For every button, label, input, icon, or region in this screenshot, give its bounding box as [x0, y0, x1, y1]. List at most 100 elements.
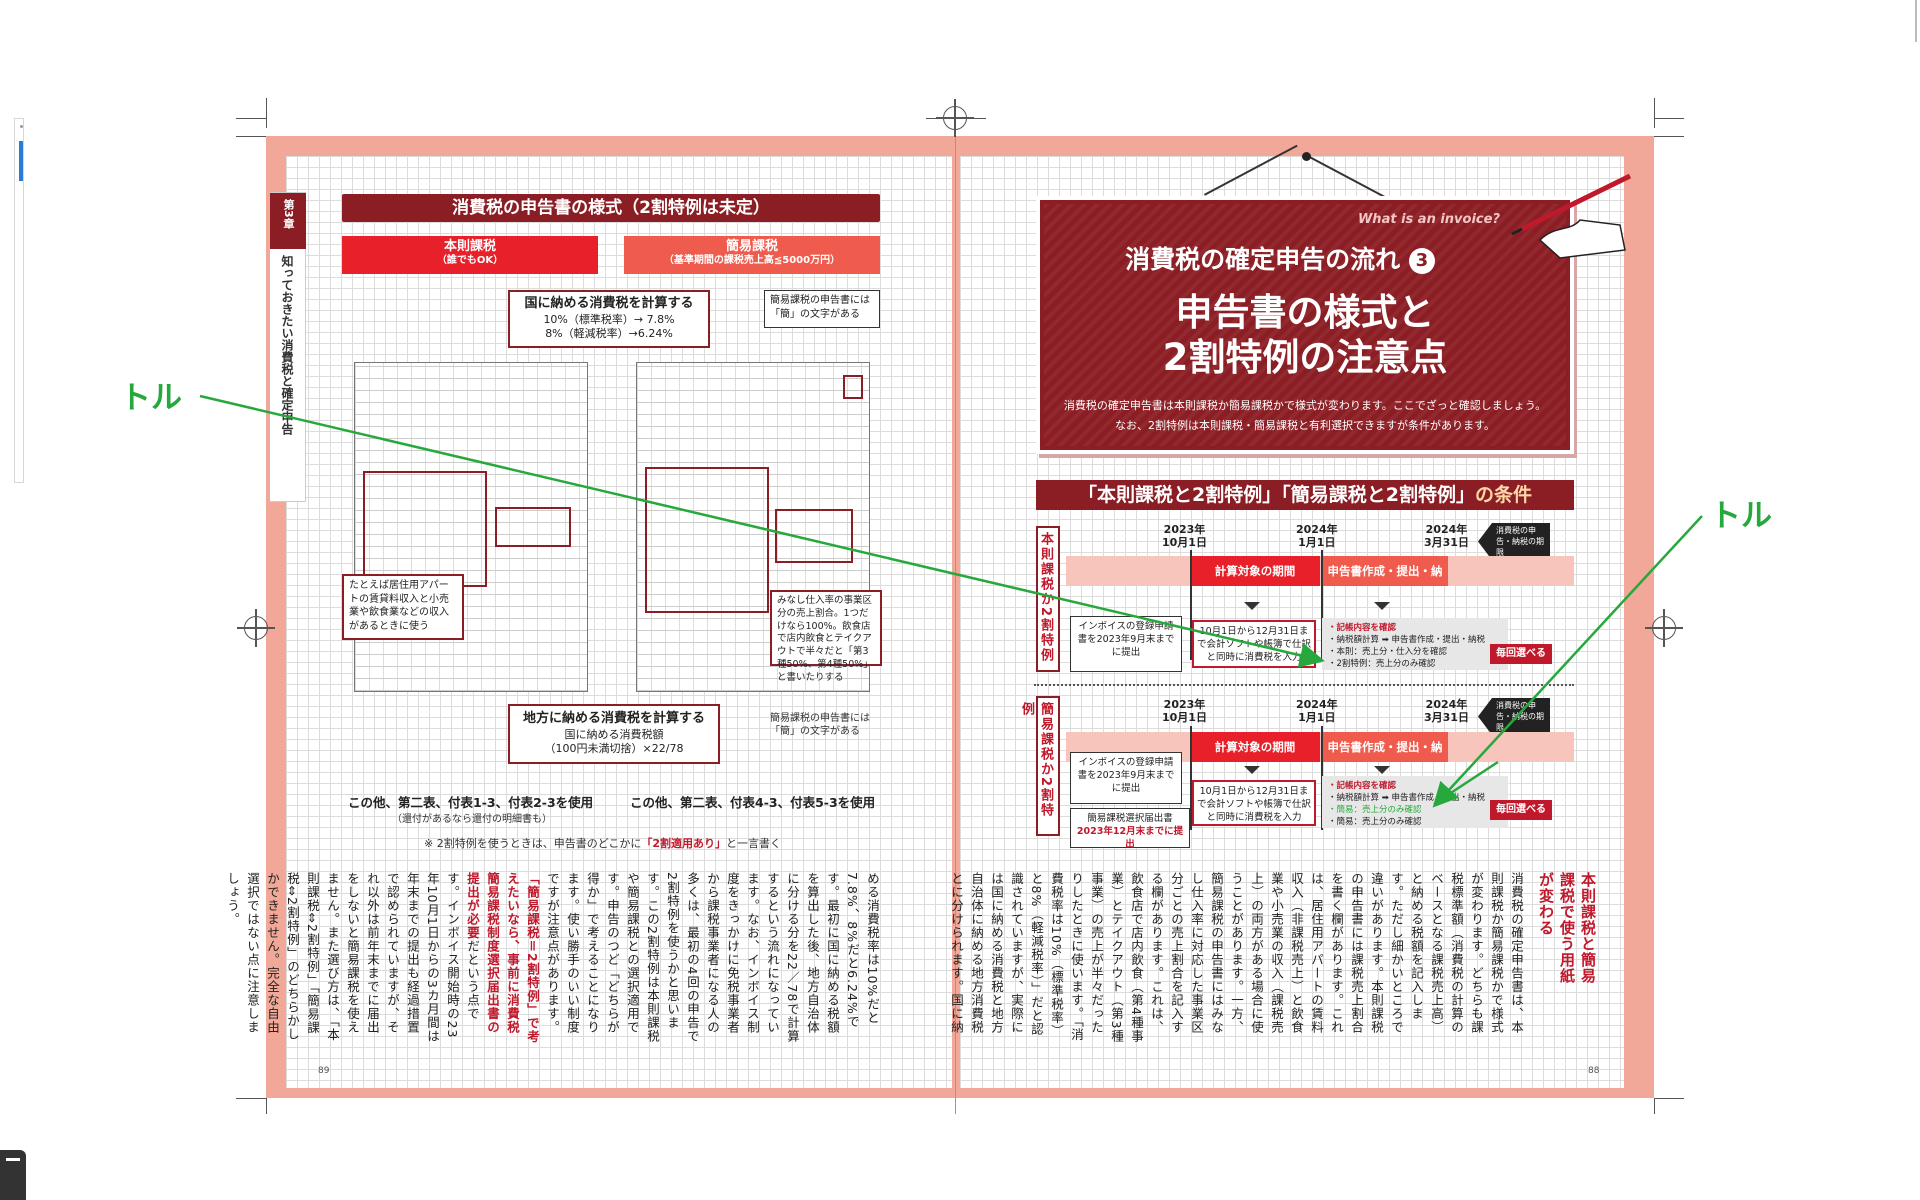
footnote: ※ 2割特例を使うときは、申告書のどこかに「2割適用あり」と一言書く — [424, 835, 781, 851]
b1-date3-day: 3月31日 — [1424, 536, 1469, 549]
simple-tax-label: 簡易課税 — [725, 239, 778, 254]
timeline-bar — [1066, 556, 1574, 586]
simple-election-notice-box: 簡易課税選択届出書 2023年12月末までに提出 — [1070, 808, 1190, 850]
page-spine — [955, 118, 956, 1114]
national-tax-line2: 8%（軽減税率）→6.24% — [545, 327, 673, 341]
choose-each-time-badge: 毎回選べる — [1490, 800, 1552, 820]
proof-mark-left: トル — [120, 380, 182, 416]
menu-icon — [6, 1158, 20, 1161]
standard-tax-label: 本則課税 — [443, 239, 496, 254]
simple-vs-special-label: 簡易課税か2割特例 — [1019, 696, 1060, 836]
national-tax-line1: 10%（標準税率）→ 7.8% — [543, 312, 675, 326]
proof-arrow-left — [199, 394, 1325, 668]
chapter-number: 第3章 — [270, 193, 306, 249]
filing-checklist: ・記帳内容を確認 ・納税額計算 ➡ 申告書作成・提出・納税 ・簡易：売上分のみ確… — [1322, 776, 1508, 828]
right-body-heading: 本則課税と簡易課税で使う用紙が変わる — [1537, 872, 1597, 984]
filing-checklist: ・記帳内容を確認 ・納税額計算 ➡ 申告書作成・提出・納税 ・本則：売上分・仕入… — [1322, 618, 1508, 670]
simple-mark-note-bottom: 簡易課税の申告書には「簡」の文字がある — [770, 713, 870, 737]
filing-phase: 申告書作成・提出・納税 — [1322, 556, 1448, 608]
chapter-tab: 第3章 知っておきたい消費税と確定申告 — [270, 192, 306, 502]
section-suffix: の条件 — [1474, 484, 1532, 506]
conditions-section-title: 「本則課税と2割特例」「簡易課税と2割特例」の条件 — [1036, 480, 1574, 510]
proof-mark-right: トル — [1710, 498, 1772, 534]
registration-mark — [237, 609, 275, 647]
flow-arrow-icon — [1374, 602, 1390, 610]
standard-tax-header: 本則課税 （誰でもOK） — [342, 236, 598, 274]
form-highlight — [495, 507, 571, 547]
scrollbar-track[interactable] — [1915, 0, 1917, 42]
board-title: 消費税の確定申告の流れ 3 — [1040, 240, 1570, 276]
flow-arrow-icon — [1244, 766, 1260, 774]
simple-mark-note-top: 簡易課税の申告書には「簡」の文字がある — [764, 290, 880, 328]
local-tax-box: 地方に納める消費税を計算する 国に納める消費税額 （100円未満切捨）×22/7… — [508, 704, 720, 764]
form-highlight — [843, 375, 863, 399]
b1-g3: ・本則：売上分・仕入分を確認 — [1328, 647, 1448, 657]
board-lead-line1: 消費税の確定申告書は本則課税か簡易課税かで様式が変わります。ここでざっと確認しま… — [1063, 399, 1547, 412]
invoice-tag: What is an invoice? — [1357, 212, 1500, 227]
standard-tax-sub: （誰でもOK） — [436, 255, 504, 267]
step-number-badge: 3 — [1408, 248, 1435, 274]
b2-g3: ・簡易：売上分のみ確認 — [1328, 805, 1422, 815]
local-tax-line1: 国に納める消費税額 — [564, 727, 664, 741]
local-tax-line2: （100円未満切捨）×22/78 — [544, 742, 684, 756]
board-lead-line2: なお、2割特例は本則課税・簡易課税と有利選択できますが条件があります。 — [1115, 419, 1495, 432]
simple-tax-header: 簡易課税 （基準期間の課税売上高≦5000万円） — [624, 236, 880, 274]
side-panel-edge[interactable] — [14, 118, 24, 483]
panel-tab-indicator[interactable] — [19, 141, 23, 181]
crop-mark — [236, 1098, 266, 1099]
local-tax-head: 地方に納める消費税を計算する — [522, 711, 705, 726]
menu-toggle-button[interactable] — [0, 1150, 26, 1200]
b1-date1-day: 10月1日 — [1162, 536, 1207, 549]
timeline-marker — [1190, 726, 1192, 830]
simple-forms-caption: この他、第二表、付表4-3、付表5-3を使用 — [630, 795, 876, 810]
bookkeeping-box: 10月1日から12月31日まで会計ソフトや帳簿で仕訳と同時に消費税を入力 — [1192, 780, 1316, 826]
left-body-a: める消費税率は10%だと7.8%、8%だと6.24%です。最初に国に納める税額を… — [545, 872, 880, 1043]
left-body-b: だという点です。インボイス開始時の23年10月1日からの3カ月間は年末までの提出… — [225, 872, 480, 1043]
pin-icon — [1302, 152, 1311, 161]
b2-notice-red: 2023年12月末までに提出 — [1076, 826, 1184, 850]
page-number-left: 89 — [318, 1066, 330, 1076]
b1-date2-year: 2024年 — [1296, 523, 1338, 536]
timeline-marker — [1190, 550, 1192, 660]
national-tax-box: 国に納める消費税を計算する 10%（標準税率）→ 7.8% 8%（軽減税率）→6… — [508, 290, 710, 348]
footnote-pre: ※ 2割特例を使うときは、申告書のどこかに — [424, 837, 642, 850]
form-highlight — [645, 467, 769, 613]
left-body-highlight: 「簡易課税＝2割特例」で考えたいなら、事前に消費税簡易課税制度選択届出書の提出が… — [465, 872, 540, 1044]
b1-date2-day: 1月1日 — [1298, 536, 1336, 549]
form-section-title: 消費税の申告書の様式（2割特例は未定） — [342, 194, 880, 222]
board-subtitle: 申告書の様式と 2割特例の注意点 — [1040, 290, 1570, 380]
board-title-text: 消費税の確定申告の流れ — [1125, 245, 1401, 274]
crop-mark — [236, 118, 266, 119]
proof-arrow-right — [1432, 515, 1703, 808]
registration-mark — [1645, 609, 1683, 647]
crop-mark — [236, 136, 266, 137]
standard-forms-caption: この他、第二表、付表1-3、付表2-3を使用 — [348, 795, 594, 810]
b1-g2: ・納税額計算 ➡ 申告書作成・提出・納税 — [1328, 635, 1486, 645]
b2-date3-day: 3月31日 — [1424, 711, 1469, 724]
registration-box: インボイスの登録申請書を2023年9月末までに提出 — [1070, 752, 1182, 804]
b1-g4: ・2割特例：売上分のみ確認 — [1328, 659, 1436, 669]
flow-arrow-icon — [1374, 766, 1390, 774]
pen-hand-illustration — [1511, 173, 1632, 259]
timeline-marker — [1321, 550, 1323, 660]
b1-date3-year: 2024年 — [1425, 523, 1468, 536]
b1-date1-year: 2023年 — [1163, 523, 1206, 536]
b2-date1-year: 2023年 — [1163, 698, 1206, 711]
crop-mark — [266, 98, 267, 128]
choose-each-time-badge: 毎回選べる — [1490, 644, 1552, 664]
chapter-title: 知っておきたい消費税と確定申告 — [280, 255, 294, 435]
timeline-marker — [1321, 726, 1323, 830]
proof-arrow-right-branch — [1433, 760, 1499, 806]
registration-mark — [936, 99, 974, 137]
section-q1: 「本則課税と2割特例」 — [1078, 484, 1282, 506]
crop-mark — [1654, 1098, 1684, 1099]
crop-mark — [1654, 118, 1684, 119]
refund-note: （還付があるなら還付の明細書も） — [392, 814, 552, 825]
